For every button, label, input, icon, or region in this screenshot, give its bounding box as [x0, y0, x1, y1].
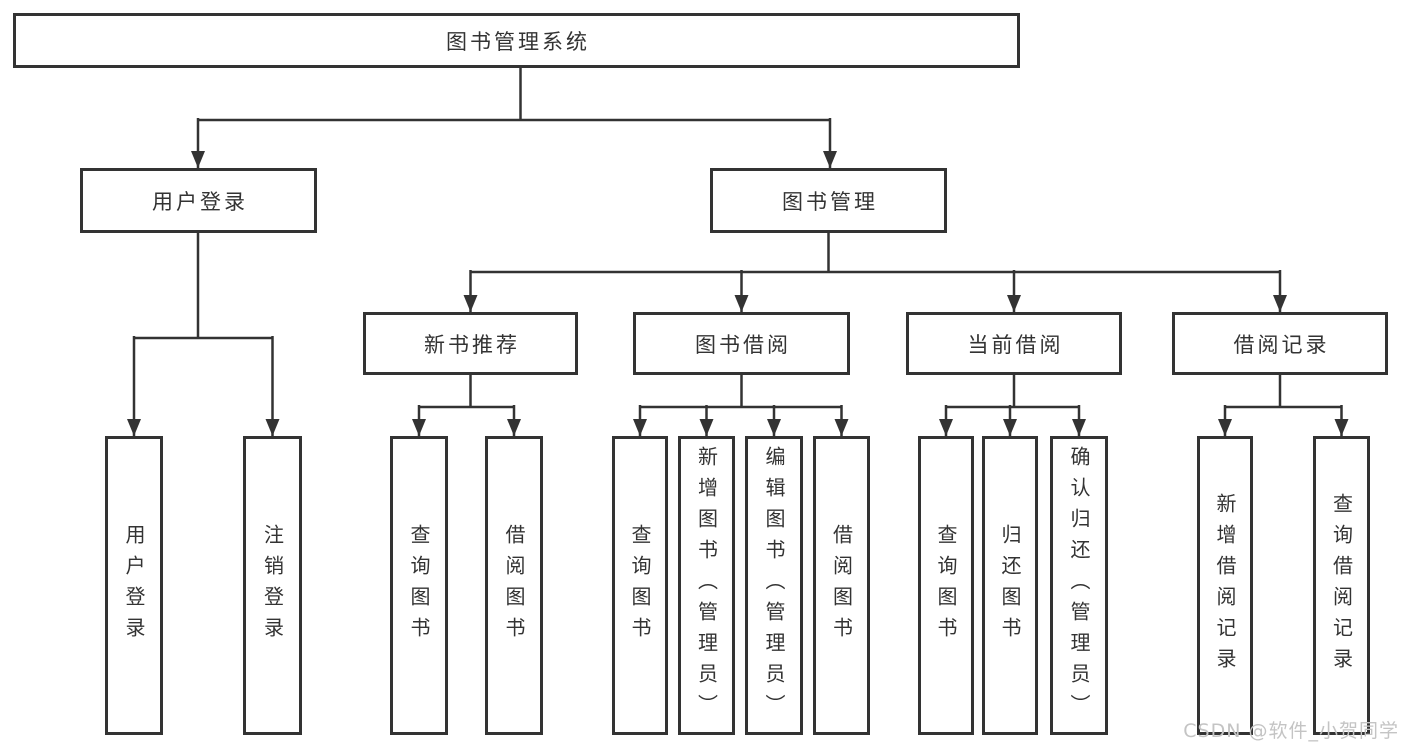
leaf-return-book-label: 归还图书: [998, 523, 1022, 648]
edges-current-borrow: [939, 375, 1086, 436]
node-book-borrow-label: 图书借阅: [695, 332, 791, 357]
node-book-management: 图书管理: [710, 168, 947, 233]
leaf-user-login: 用户登录: [105, 436, 163, 735]
node-new-book-recommend-label: 新书推荐: [424, 332, 520, 357]
edges-root: [191, 68, 837, 168]
leaf-edit-book-admin-label: 编辑图书（管理员）: [762, 446, 786, 725]
leaf-recommend-query-book: 查询图书: [390, 436, 448, 735]
leaf-confirm-return-admin-label: 确认归还（管理员）: [1067, 446, 1091, 725]
leaf-add-borrow-record-label: 新增借阅记录: [1213, 492, 1237, 679]
leaf-recommend-borrow-book-label: 借阅图书: [502, 523, 526, 648]
csdn-watermark: CSDN @软件_小贺同学: [1183, 720, 1399, 742]
leaf-current-query-book-label: 查询图书: [934, 523, 958, 648]
leaf-borrow-book-label: 借阅图书: [829, 523, 854, 648]
leaf-return-book: 归还图书: [982, 436, 1038, 735]
node-new-book-recommend: 新书推荐: [363, 312, 578, 375]
edges-book-borrow: [633, 375, 849, 436]
leaf-current-query-book: 查询图书: [918, 436, 974, 735]
leaf-query-borrow-record-label: 查询借阅记录: [1329, 492, 1354, 679]
leaf-borrow-query-book: 查询图书: [612, 436, 668, 735]
node-root-label: 图书管理系统: [446, 29, 590, 54]
leaf-query-borrow-record: 查询借阅记录: [1313, 436, 1370, 735]
node-borrow-record: 借阅记录: [1172, 312, 1388, 375]
leaf-borrow-query-book-label: 查询图书: [628, 523, 652, 648]
leaf-add-book-admin-label: 新增图书（管理员）: [694, 446, 719, 725]
leaf-add-book-admin: 新增图书（管理员）: [678, 436, 735, 735]
node-current-borrow: 当前借阅: [906, 312, 1122, 375]
edges-borrow-record: [1218, 375, 1349, 436]
leaf-logout-label: 注销登录: [260, 523, 285, 648]
leaf-add-borrow-record: 新增借阅记录: [1197, 436, 1253, 735]
node-current-borrow-label: 当前借阅: [967, 332, 1064, 357]
leaf-recommend-query-book-label: 查询图书: [407, 523, 431, 648]
leaf-logout: 注销登录: [243, 436, 302, 735]
leaf-edit-book-admin: 编辑图书（管理员）: [745, 436, 803, 735]
leaf-borrow-book: 借阅图书: [813, 436, 870, 735]
node-user-login: 用户登录: [80, 168, 317, 233]
leaf-user-login-label: 用户登录: [122, 523, 146, 648]
node-book-management-label: 图书管理: [782, 189, 878, 214]
node-book-borrow: 图书借阅: [633, 312, 850, 375]
edges-book-management: [463, 233, 1287, 312]
node-borrow-record-label: 借阅记录: [1233, 332, 1330, 357]
edges-new-book-recommend: [412, 375, 521, 436]
leaf-recommend-borrow-book: 借阅图书: [485, 436, 543, 735]
node-user-login-label: 用户登录: [152, 189, 248, 214]
node-root: 图书管理系统: [13, 13, 1020, 68]
edges-user-login: [127, 233, 280, 436]
leaf-confirm-return-admin: 确认归还（管理员）: [1050, 436, 1108, 735]
